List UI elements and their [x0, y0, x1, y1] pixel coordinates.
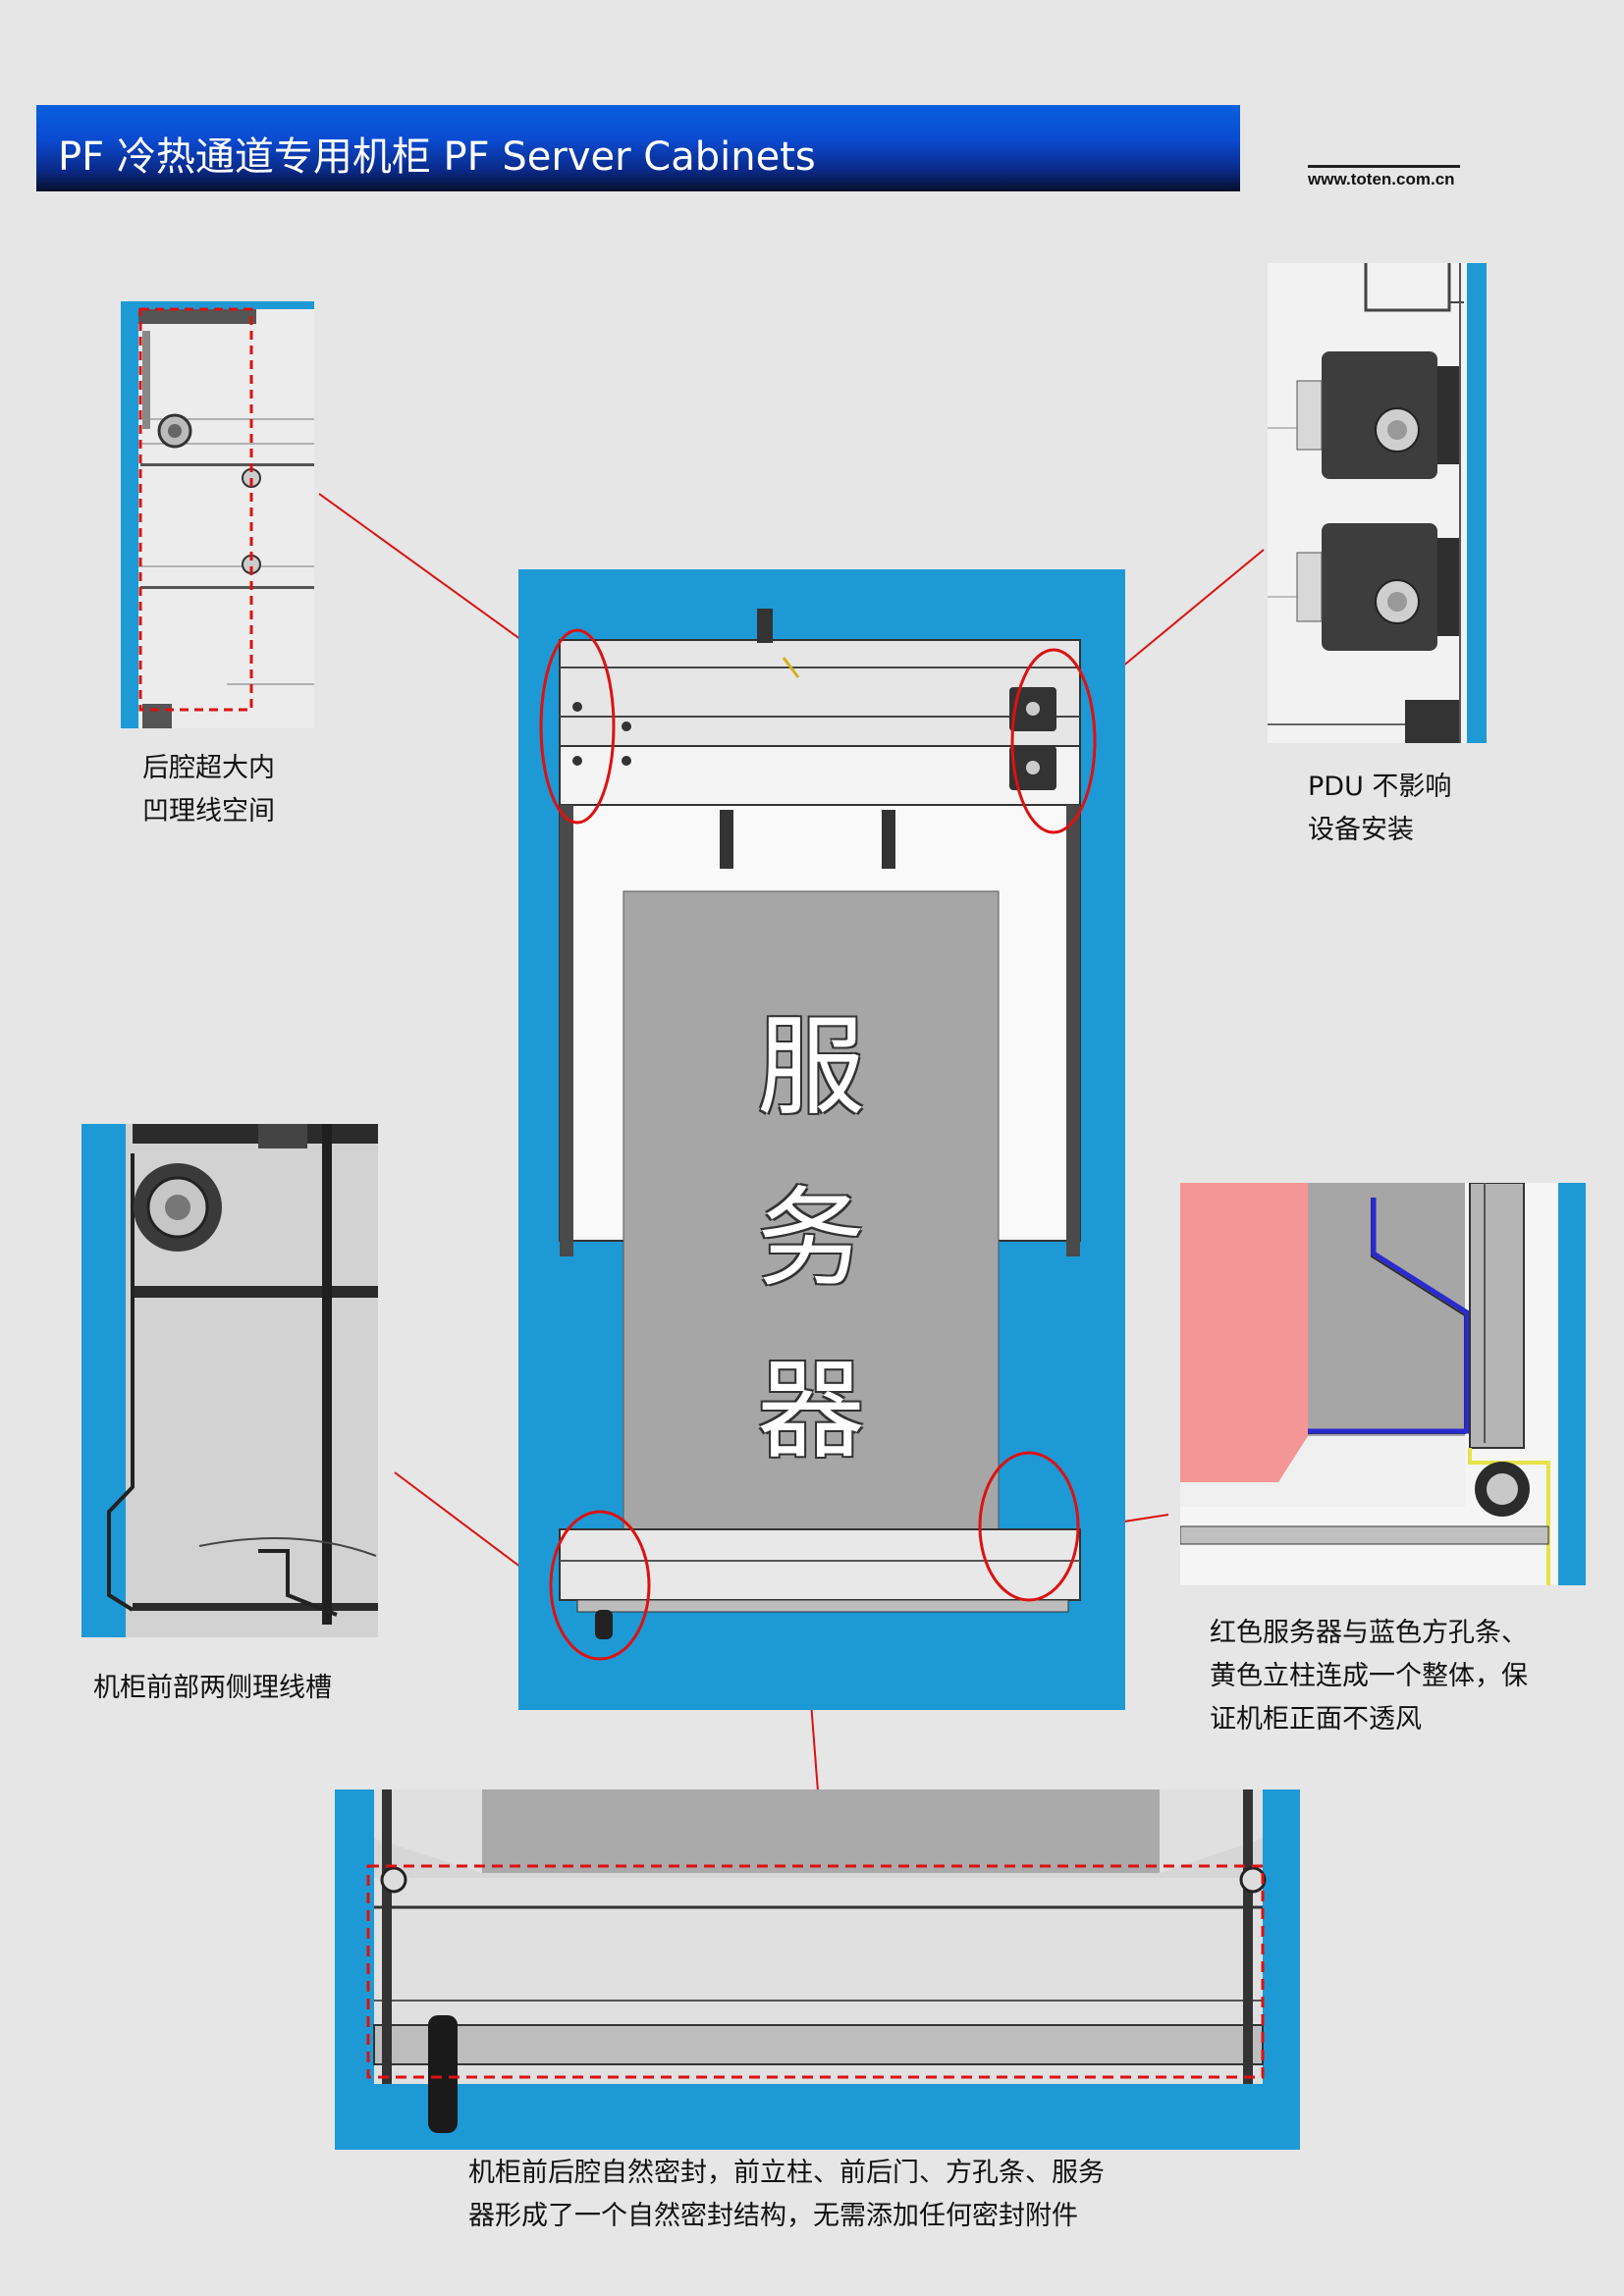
website-url: www.toten.com.cn: [1308, 170, 1455, 188]
cabinet-drawing: [539, 609, 1097, 1661]
caption-natural-seal: 机柜前后腔自然密封，前立柱、前后门、方孔条、服务 器形成了一个自然密封结构，无需…: [468, 2158, 1105, 2231]
server-label: 服 务 器: [757, 1004, 865, 1473]
title-banner: PF 冷热通道专用机柜 PF Server Cabinets: [36, 105, 1240, 191]
bolt-icon: [1239, 1866, 1267, 1894]
airflow-seal-drawing: [1180, 1183, 1586, 1585]
cabinet-top-view: 服 务 器: [518, 569, 1125, 1710]
caster-wheel-icon: [595, 1610, 613, 1639]
detail-front-cable-trough: [81, 1124, 378, 1637]
page-title: PF 冷热通道专用机柜 PF Server Cabinets: [58, 134, 816, 180]
rear-cable-space-drawing: [138, 307, 314, 728]
caption-rear-cable-space: 后腔超大内 凹理线空间: [142, 753, 275, 827]
detail-pdu: [1268, 263, 1487, 743]
caption-front-cable-trough: 机柜前部两侧理线槽: [93, 1673, 332, 1703]
front-cable-trough-drawing: [107, 1124, 378, 1637]
detail-natural-seal: [335, 1789, 1300, 2150]
caption-airflow-seal: 红色服务器与蓝色方孔条、 黄色立柱连成一个整体，保 证机柜正面不透风: [1210, 1618, 1528, 1735]
natural-seal-drawing: [366, 1789, 1267, 2133]
bolt-icon: [380, 1866, 407, 1894]
caster-wheel-icon: [428, 2015, 458, 2133]
caption-pdu: PDU 不影响 设备安装: [1308, 772, 1452, 845]
detail-airflow-seal: [1180, 1183, 1586, 1585]
website-rule: [1308, 165, 1460, 168]
detail-rear-cable-space: [121, 301, 314, 728]
pdu-drawing: [1268, 263, 1487, 743]
